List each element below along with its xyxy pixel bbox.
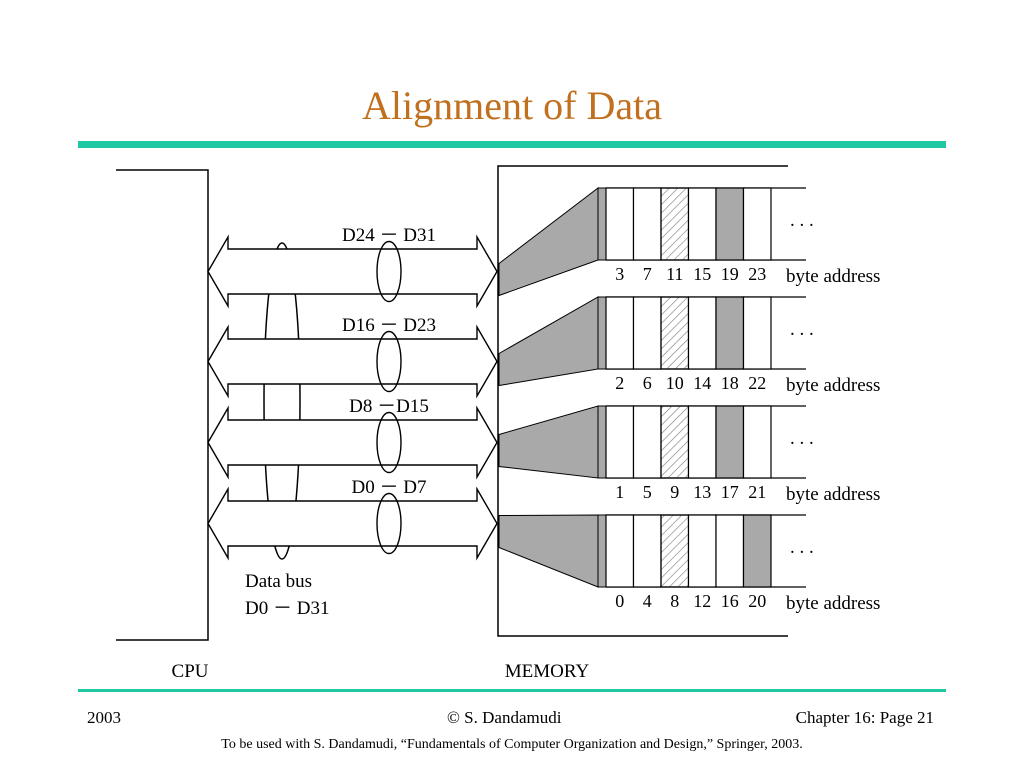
footer-year: 2003 [87, 708, 121, 727]
byte-address-number: 0 [615, 591, 624, 611]
byte-address-number: 20 [748, 591, 766, 611]
bus-arrow [207, 234, 498, 309]
byte-address-number: 10 [666, 373, 684, 393]
byte-address-number: 14 [693, 373, 711, 393]
bank-connector [498, 296, 599, 387]
slide-title: Alignment of Data [362, 83, 662, 128]
byte-address-number: 11 [666, 264, 683, 284]
byte-address-caption: byte address [786, 593, 880, 614]
bank-ellipsis: . . . [790, 319, 814, 340]
data-bus-ellipse [263, 242, 301, 560]
byte-address-number: 17 [721, 482, 739, 502]
memory-byte-cell [715, 187, 745, 261]
byte-address-number: 8 [670, 591, 679, 611]
memory-byte-cell [632, 405, 662, 479]
byte-address-number: 22 [748, 373, 766, 393]
memory-byte-cell [715, 296, 745, 370]
bank-connector [498, 405, 599, 479]
bus-ellipse [376, 411, 402, 474]
byte-address-number: 18 [721, 373, 739, 393]
memory-box [497, 165, 788, 637]
byte-address-caption: byte address [786, 484, 880, 505]
bank-ellipsis: . . . [790, 210, 814, 231]
title-divider [78, 141, 946, 148]
memory-byte-cell [605, 514, 635, 588]
bus-label: D0 － D7 [352, 477, 427, 498]
memory-byte-cell [742, 405, 772, 479]
byte-address-caption: byte address [786, 266, 880, 287]
memory-byte-cell [605, 296, 635, 370]
byte-address-number: 2 [615, 373, 624, 393]
memory-byte-cell [742, 514, 772, 588]
memory-byte-cell [632, 296, 662, 370]
bus-label: D8 －D15 [349, 396, 429, 417]
memory-label: MEMORY [505, 661, 590, 682]
memory-byte-cell [687, 296, 717, 370]
byte-address-caption: byte address [786, 375, 880, 396]
byte-address-number: 9 [670, 482, 679, 502]
byte-address-number: 13 [693, 482, 711, 502]
memory-byte-cell [715, 405, 745, 479]
memory-byte-cell [687, 187, 717, 261]
bank-ellipsis: . . . [790, 428, 814, 449]
bank-connector [498, 186, 599, 297]
byte-address-number: 21 [748, 482, 766, 502]
cpu-box [116, 169, 209, 641]
bank-port [597, 187, 607, 261]
memory-byte-cell [687, 405, 717, 479]
memory-byte-cell [742, 187, 772, 261]
bus-ellipse [376, 240, 402, 303]
bus-arrow [207, 486, 498, 561]
bus-ellipse [376, 330, 402, 393]
bus-arrow [207, 324, 498, 399]
memory-byte-cell [660, 405, 690, 479]
memory-byte-cell [660, 187, 690, 261]
footer-author: © S. Dandamudi [447, 708, 562, 727]
cpu-label: CPU [172, 661, 209, 682]
data-bus-range: D0 － D31 [245, 598, 329, 619]
memory-byte-cell [742, 296, 772, 370]
byte-address-number: 3 [615, 264, 624, 284]
byte-address-number: 1 [615, 482, 624, 502]
bank-port [597, 514, 607, 588]
byte-address-number: 12 [693, 591, 711, 611]
bus-arrow [207, 405, 498, 480]
byte-address-number: 5 [643, 482, 652, 502]
bus-ellipse [376, 492, 402, 555]
memory-byte-cell [632, 187, 662, 261]
memory-byte-cell [715, 514, 745, 588]
byte-address-number: 15 [693, 264, 711, 284]
byte-address-number: 23 [748, 264, 766, 284]
footer-divider [78, 689, 946, 692]
byte-address-number: 7 [643, 264, 652, 284]
footer-citation: To be used with S. Dandamudi, “Fundament… [221, 737, 803, 752]
byte-address-number: 4 [643, 591, 652, 611]
footer-page: Chapter 16: Page 21 [795, 708, 934, 727]
memory-byte-cell [660, 296, 690, 370]
byte-address-number: 19 [721, 264, 739, 284]
memory-byte-cell [660, 514, 690, 588]
bank-port [597, 296, 607, 370]
bus-label: D24 － D31 [342, 225, 436, 246]
byte-address-number: 6 [643, 373, 652, 393]
bus-label: D16 － D23 [342, 315, 436, 336]
memory-byte-cell [687, 514, 717, 588]
memory-byte-cell [632, 514, 662, 588]
bank-connector [498, 514, 599, 588]
memory-byte-cell [605, 187, 635, 261]
bank-port [597, 405, 607, 479]
byte-address-number: 16 [721, 591, 739, 611]
bank-ellipsis: . . . [790, 537, 814, 558]
data-bus-label: Data bus [245, 571, 312, 592]
memory-byte-cell [605, 405, 635, 479]
